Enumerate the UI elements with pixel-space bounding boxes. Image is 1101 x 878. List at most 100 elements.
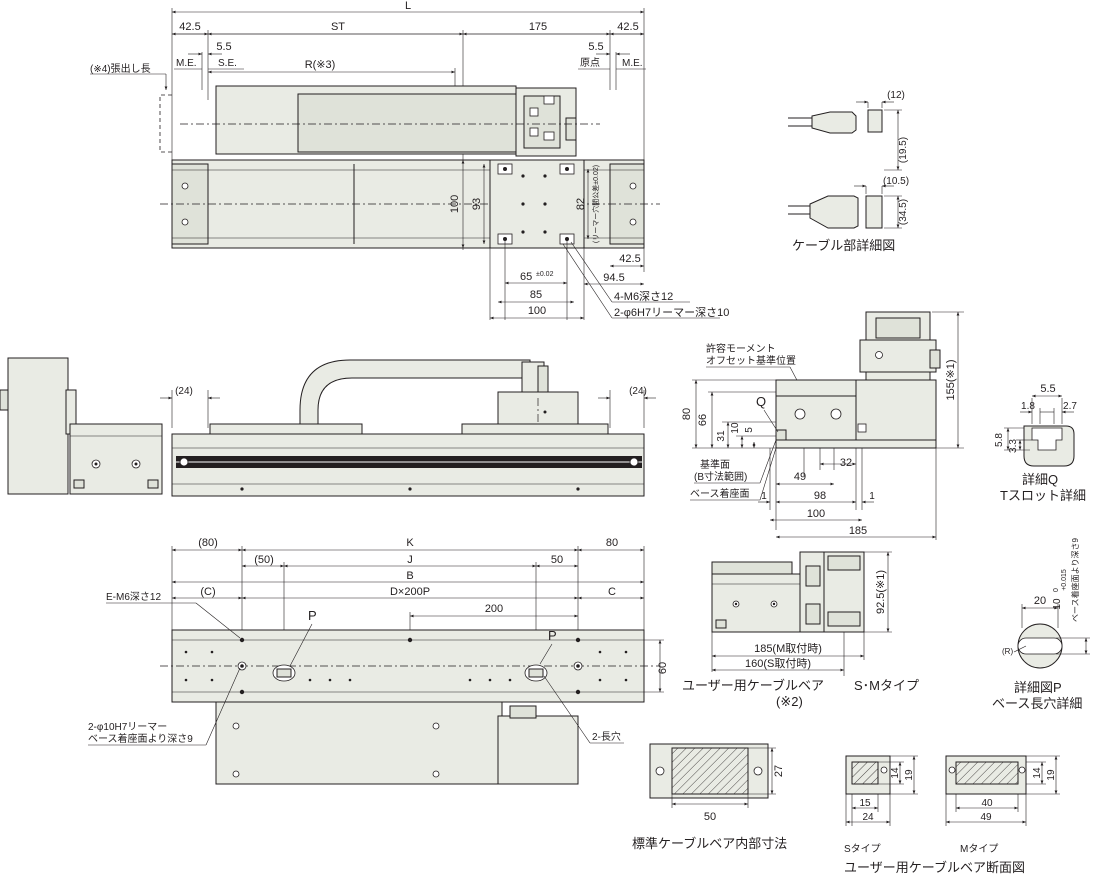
bottom-view: (80) K 80 (50) J 50 B (C) D×200P C 200: [88, 537, 669, 785]
label-R: R(※3): [305, 59, 336, 71]
dim-42-5-bottom: 42.5: [619, 253, 640, 265]
q-dim-5-5: 5.5: [1040, 383, 1055, 395]
dim-34-5: (34.5): [898, 199, 909, 225]
dim-5-5-left: 5.5: [216, 41, 231, 53]
sec-dim-49: 49: [794, 471, 806, 483]
s-dim-24: 24: [862, 812, 874, 823]
q-dim-2-7: 2.7: [1063, 401, 1077, 412]
note-phi6: 2-φ6H7リーマー深さ10: [614, 306, 729, 319]
detail-p-title-2: ベース長穴詳細: [992, 696, 1082, 711]
dim-19-5: (19.5): [898, 137, 909, 163]
detail-p-title-1: 詳細図P: [1014, 680, 1062, 695]
p-label-r: (R): [1002, 647, 1013, 656]
ucs-title: ユーザー用ケーブルベア断面図: [844, 860, 1025, 875]
reamer-note: (リーマー穴間公差±0.02): [591, 165, 600, 243]
label-me-left: M.E.: [176, 58, 197, 69]
s-label: Sタイプ: [844, 843, 881, 855]
q-dim-1-8: 1.8: [1021, 401, 1035, 412]
dim-D: D×200P: [390, 586, 430, 598]
p-dim-10-sub: 0: [1053, 588, 1060, 592]
top-view: L 42.5 ST 175 42.5 5.5 5.5 M.E. S.E. 原点 …: [90, 0, 729, 320]
sec-dim-98: 98: [814, 490, 826, 502]
std-title: 標準ケーブルベア内部寸法: [632, 836, 787, 851]
dim-100-bottom: 100: [528, 305, 546, 317]
side-view: (24) (24): [160, 359, 656, 497]
ucb-dim-92-5: 92.5(※1): [875, 570, 887, 614]
dim-93: 93: [471, 198, 483, 210]
dim-5-5-right: 5.5: [588, 41, 603, 53]
sec-dim-32: 32: [840, 457, 852, 469]
dim-65: 65: [520, 271, 532, 283]
sec-dim-5: 5: [744, 427, 755, 433]
m-dim-49: 49: [980, 812, 992, 823]
sec-dim-155: 155(※1): [945, 359, 957, 400]
dim-42-5-right: 42.5: [617, 21, 638, 33]
sec-dim-100: 100: [807, 508, 825, 520]
label-q: Q: [756, 394, 766, 409]
user-cable-section: 14 19 15 24 Sタイプ 14 19 40 49 Mタイプ: [844, 755, 1060, 875]
q-dim-5-8: 5.8: [994, 433, 1005, 447]
m-label: Mタイプ: [960, 843, 998, 855]
dim-82: 82: [575, 198, 587, 210]
dim-K: K: [406, 537, 414, 549]
std-cable-bear: 27 50 標準ケーブルベア内部寸法: [632, 743, 787, 851]
m-dim-40: 40: [981, 798, 993, 809]
dim-24-right: (24): [629, 386, 647, 397]
dim-50-left: (50): [254, 554, 274, 566]
dim-60: 60: [657, 662, 669, 674]
m-dim-14: 14: [1032, 767, 1043, 779]
p-dim-20: 20: [1034, 595, 1046, 607]
note-offset: オフセット基準位置: [706, 354, 796, 367]
note-phi10-2: ベース着座面より深さ9: [88, 732, 193, 745]
s-dim-15: 15: [859, 798, 871, 809]
m-dim-19: 19: [1046, 769, 1057, 781]
dim-175: 175: [529, 21, 547, 33]
ucb-dim-185: 185(M取付時): [754, 642, 822, 655]
label-b-range: (B寸法範囲): [694, 470, 747, 483]
std-dim-50: 50: [704, 811, 716, 823]
dim-100: 100: [449, 195, 461, 213]
ucb-label-type: S･Mタイプ: [854, 678, 919, 693]
sec-dim-1-left: 1: [761, 491, 767, 502]
label-p-right: P: [548, 628, 557, 643]
s-dim-14: 14: [890, 767, 901, 779]
detail-p: 20 10 +0.015 0 ベース着座面より深さ9 (R) 詳細図P ベース長…: [992, 538, 1090, 711]
dim-10-5: (10.5): [883, 176, 909, 187]
note-m6: 4-M6深さ12: [614, 290, 673, 303]
user-cable-bear: 92.5(※1) 185(M取付時) 160(S取付時) ユーザー用ケーブルベア…: [682, 551, 919, 709]
sec-dim-185: 185: [849, 525, 867, 537]
detail-q: 5.5 1.8 2.7 5.8 3.3 詳細Q Tスロット詳細: [994, 383, 1086, 503]
dim-C-left: (C): [200, 586, 215, 598]
label-ref-face: 基準面: [700, 458, 730, 471]
dim-B: B: [406, 570, 413, 582]
ucb-label-1: ユーザー用ケーブルベア: [682, 678, 824, 693]
note-slot: 2-長穴: [592, 730, 621, 743]
ucb-dim-160: 160(S取付時): [745, 657, 811, 670]
dim-200: 200: [485, 603, 503, 615]
sec-dim-80: 80: [681, 408, 693, 420]
dim-L: L: [405, 0, 411, 12]
p-dim-10: 10: [1052, 598, 1063, 610]
sec-dim-10: 10: [730, 422, 741, 434]
cable-detail: (12) (19.5) (10.5) (34.5) ケーブル部詳細図: [788, 90, 909, 253]
q-dim-3-3: 3.3: [1008, 439, 1019, 453]
label-origin: 原点: [580, 57, 600, 69]
note-moment: 許容モーメント: [706, 342, 776, 355]
std-dim-27: 27: [773, 765, 785, 777]
sec-dim-1-right: 1: [869, 491, 875, 502]
detail-q-title-1: 詳細Q: [1022, 472, 1058, 487]
dim-65-tol: ±0.02: [536, 271, 554, 278]
ucb-label-2: (※2): [776, 694, 803, 709]
cable-detail-title: ケーブル部詳細図: [792, 238, 895, 253]
sec-dim-66: 66: [697, 414, 709, 426]
dim-85: 85: [530, 289, 542, 301]
left-end-view: [0, 357, 163, 495]
p-dim-10-sup: +0.015: [1061, 569, 1068, 591]
dim-50-right: 50: [551, 554, 563, 566]
label-p-left: P: [308, 608, 317, 623]
dim-80-right: 80: [606, 537, 618, 549]
dim-J: J: [407, 554, 413, 566]
dim-12: (12): [887, 90, 905, 101]
sec-dim-31: 31: [716, 430, 727, 442]
